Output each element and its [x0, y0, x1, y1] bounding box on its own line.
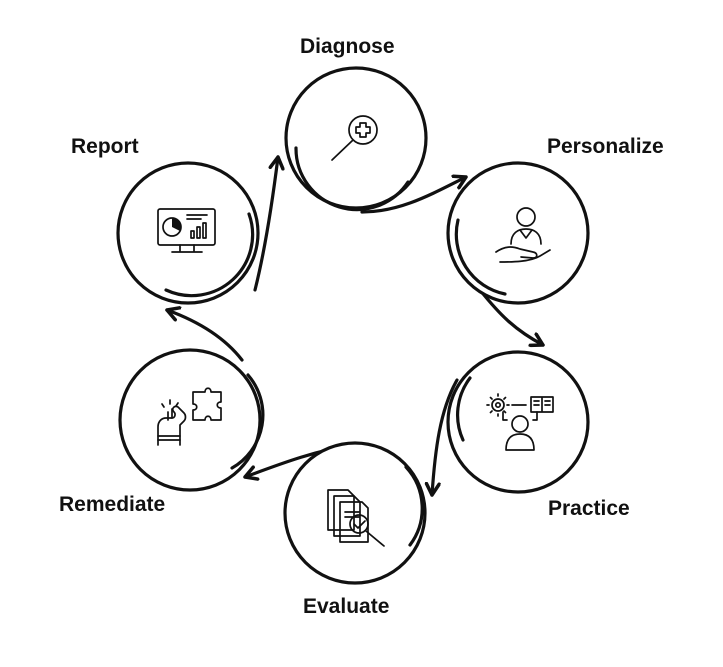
- node-personalize: [446, 161, 590, 305]
- node-circle: [283, 441, 427, 585]
- person-in-hand-icon: [495, 207, 551, 263]
- step-label-practice: Practice: [548, 497, 630, 520]
- node-circle: [446, 350, 590, 494]
- node-circle: [118, 348, 262, 492]
- node-circle: [284, 66, 428, 210]
- node-inner-arc: [456, 376, 472, 442]
- node-diagnose: [284, 66, 428, 212]
- node-inner-arc: [454, 218, 507, 296]
- node-practice: [446, 350, 590, 494]
- documents-check-magnifier-icon: [327, 489, 385, 547]
- monitor-charts-icon: [157, 208, 216, 253]
- arrow-report-to-diagnose: [253, 157, 278, 292]
- magnifier-medical-cross-icon: [331, 115, 378, 161]
- node-evaluate: [283, 441, 427, 585]
- arrow-remediate-to-report: [167, 310, 244, 362]
- step-label-remediate: Remediate: [59, 493, 166, 516]
- person-gear-book-icon: [486, 393, 554, 451]
- step-label-evaluate: Evaluate: [303, 595, 390, 618]
- node-remediate: [118, 348, 265, 492]
- arrow-practice-to-evaluate: [432, 378, 459, 495]
- step-label-diagnose: Diagnose: [300, 35, 395, 58]
- step-label-personalize: Personalize: [547, 135, 664, 158]
- hand-puzzle-icon: [157, 387, 222, 446]
- arrow-diagnose-to-personalize: [360, 177, 466, 214]
- node-report: [116, 161, 260, 305]
- step-label-report: Report: [71, 135, 139, 158]
- node-circle: [446, 161, 590, 305]
- node-inner-arc: [294, 146, 410, 212]
- node-inner-arc: [164, 212, 255, 298]
- node-circle: [116, 161, 260, 305]
- node-inner-arc: [230, 373, 265, 470]
- arrow-personalize-to-practice: [478, 288, 543, 345]
- node-inner-arc: [404, 465, 424, 547]
